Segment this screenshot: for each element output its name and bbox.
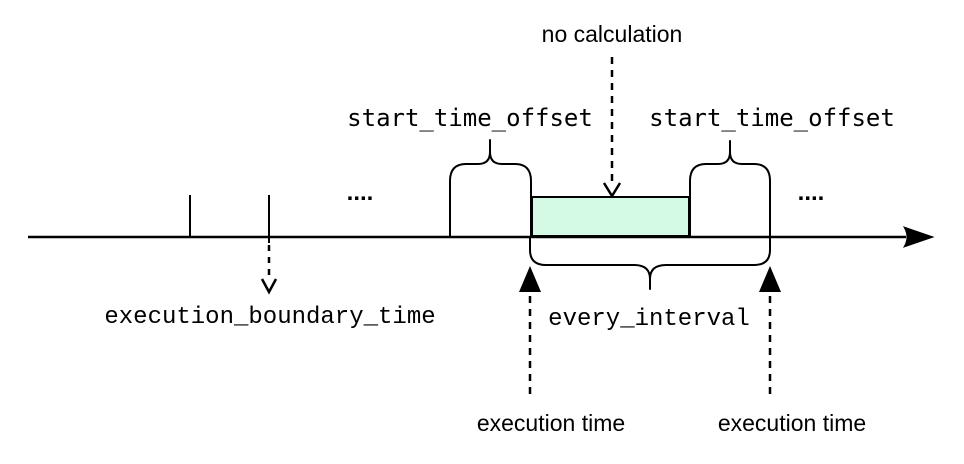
no-calculation-arrowhead-icon <box>602 182 622 199</box>
timeline-arrowhead-icon <box>902 226 935 248</box>
execution-time-arrowhead-right-icon <box>759 266 781 292</box>
label-start-time-offset-right: start_time_offset <box>649 104 895 132</box>
execution-time-arrowhead-left-icon <box>519 266 541 292</box>
label-execution-time-right: execution time <box>717 410 867 436</box>
every-interval-brace <box>529 238 771 290</box>
label-no-calculation: no calculation <box>541 21 683 47</box>
label-execution-time-left: execution time <box>476 410 626 436</box>
timeline-ellipsis-right: .... <box>797 179 825 206</box>
no-calculation-interval-box <box>531 196 690 237</box>
label-every-interval: every_interval <box>548 306 750 333</box>
timeline-ellipsis-left: .... <box>346 179 374 206</box>
label-start-time-offset-left: start_time_offset <box>347 104 593 132</box>
execution-boundary-arrowhead-icon <box>260 278 278 295</box>
start-time-offset-brace-right <box>689 140 771 242</box>
start-time-offset-brace-left <box>449 139 532 236</box>
label-execution-boundary-time: execution_boundary_time <box>104 304 436 331</box>
